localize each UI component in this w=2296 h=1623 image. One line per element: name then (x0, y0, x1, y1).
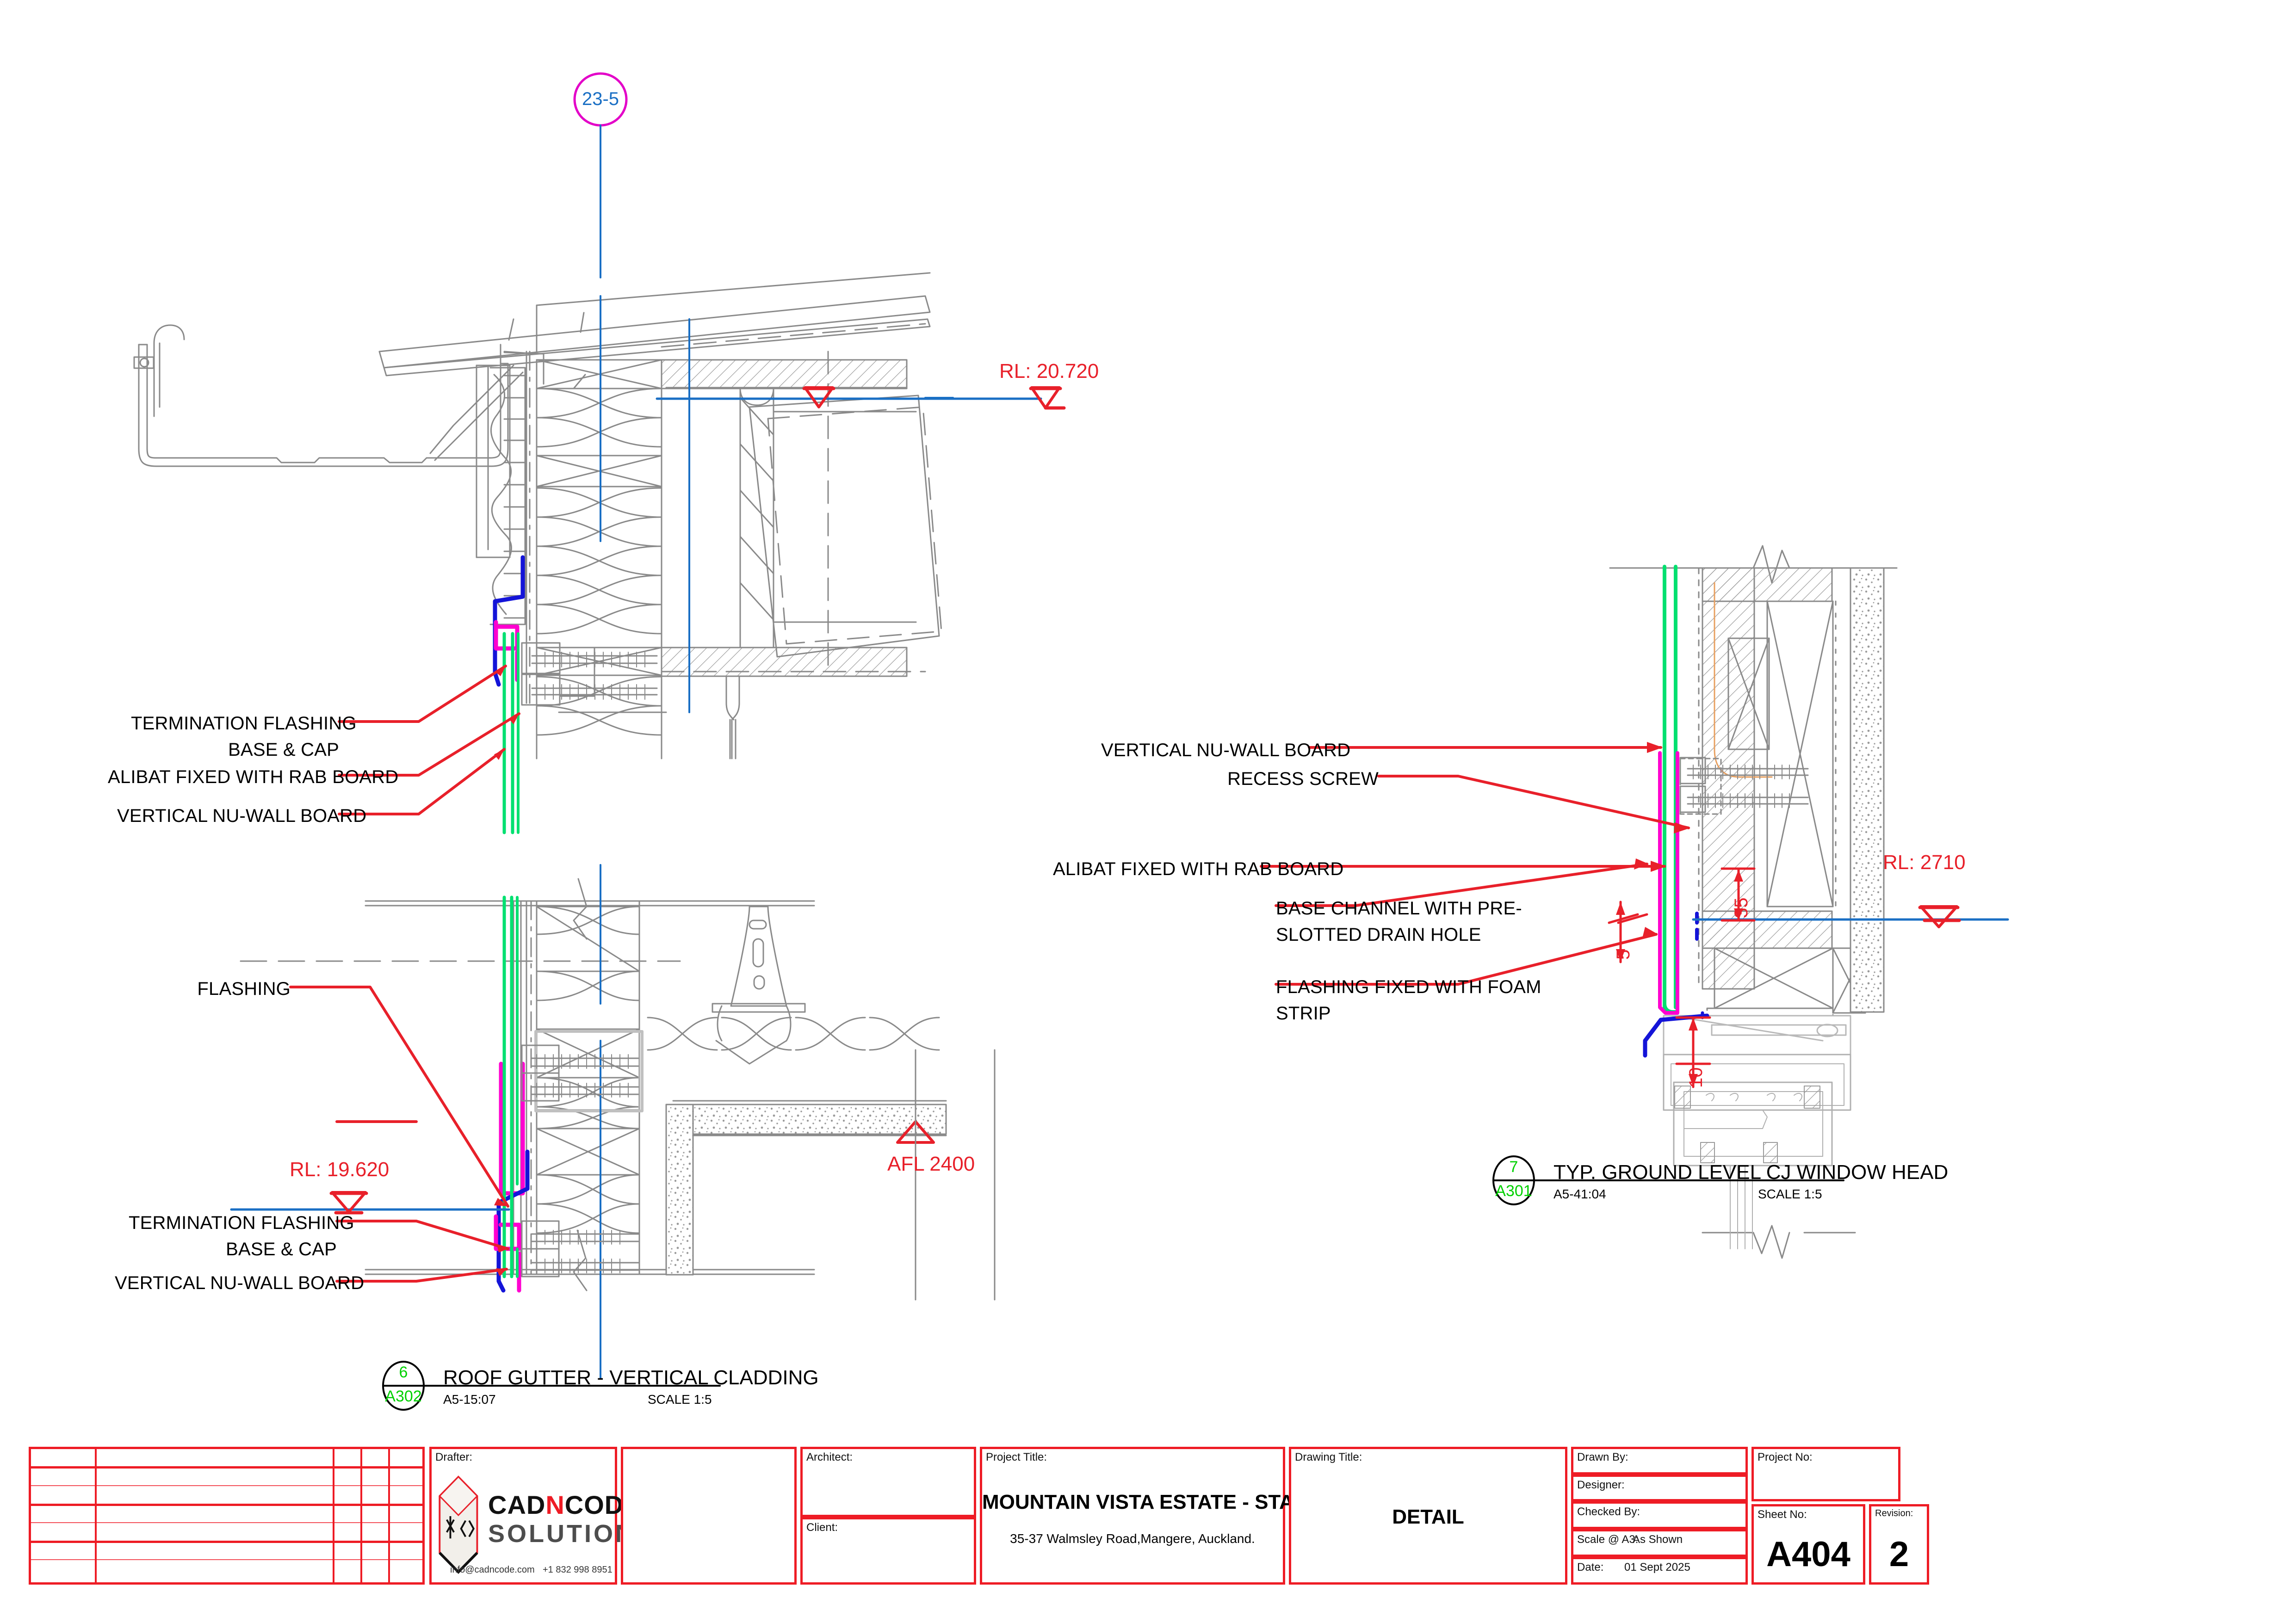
detail-7-code: A5-41:04 (1553, 1187, 1606, 1201)
revision-cell[interactable]: Revision: 2 (1869, 1504, 1929, 1585)
dimension-10: 10 (1686, 1067, 1706, 1088)
client-label: Client: (806, 1521, 838, 1534)
annotation-flashing-foam-strip: FLASHING FIXED WITH FOAM STRIP (1276, 977, 1541, 1024)
designer-cell[interactable]: Designer: (1571, 1475, 1748, 1501)
cadncode-logo: CADNCODE SOLUTIONS info@cadncode.com +1 … (432, 1449, 652, 1582)
logo-diamond-icon (439, 1475, 478, 1574)
architect-cell[interactable]: Architect: (800, 1447, 976, 1517)
checked-by-cell[interactable]: Checked By: (1571, 1501, 1748, 1529)
drawing-title-cell[interactable]: Drawing Title: DETAIL (1289, 1447, 1567, 1585)
project-no-cell[interactable]: Project No: (1751, 1447, 1900, 1501)
annotation-termination-flashing-lower: TERMINATION FLASHING BASE & CAP (129, 1213, 354, 1259)
logo-cad: CAD (488, 1490, 546, 1519)
scale-cell[interactable]: Scale @ A3: As Shown (1571, 1529, 1748, 1557)
annotation-termination-flashing-upper: TERMINATION FLASHING BASE & CAP (131, 713, 357, 760)
revision-label: Revision: (1875, 1508, 1913, 1518)
annotation-flashing: FLASHING (197, 979, 291, 999)
sheet-no-value: A404 (1766, 1535, 1850, 1574)
scale-value: As Shown (1633, 1533, 1683, 1546)
drafter-cell[interactable]: Drafter: CADNCODE SOLUTIONS info@cadncod… (429, 1447, 652, 1585)
level-label-afl-2400: AFL 2400 (887, 1153, 975, 1175)
drawing-title-label: Drawing Title: (1295, 1451, 1362, 1463)
detail-7-title: TYP. GROUND LEVEL CJ WINDOW HEAD (1553, 1161, 1949, 1184)
sheet-no-cell[interactable]: Sheet No: A404 (1751, 1504, 1865, 1585)
annotation-alibat-rab-board-upper: ALIBAT FIXED WITH RAB BOARD (108, 767, 399, 787)
scale-label: Scale @ A3: (1577, 1533, 1639, 1546)
detail-6-reference-lines (600, 295, 954, 713)
date-value: 01 Sept 2025 (1624, 1561, 1690, 1574)
drafter-label: Drafter: (435, 1451, 473, 1463)
blank-panel[interactable] (621, 1447, 797, 1585)
project-address: 35-37 Walmsley Road,Mangere, Auckland. (1010, 1531, 1255, 1546)
detail-6-scale: SCALE 1:5 (648, 1392, 712, 1407)
revision-grid (31, 1449, 422, 1582)
drawn-by-cell[interactable]: Drawn By: (1571, 1447, 1748, 1475)
level-label-rl-19620: RL: 19.620 (290, 1158, 390, 1181)
detail-6-flashing-colors (493, 555, 525, 834)
rl-20720-level-line (656, 386, 1066, 410)
project-title-cell[interactable]: Project Title: MOUNTAIN VISTA ESTATE - S… (980, 1447, 1341, 1585)
level-label-rl-20720: RL: 20.720 (999, 360, 1099, 383)
project-title-value: MOUNTAIN VISTA ESTATE - STAGE 4 (982, 1491, 1341, 1513)
annotation-vertical-nu-wall-board-upper: VERTICAL NU-WALL BOARD (117, 806, 367, 826)
detail-7-flashing-colors (1643, 565, 1709, 1058)
logo-phone: +1 832 998 8951 (543, 1565, 613, 1575)
drawing-title-value: DETAIL (1392, 1506, 1464, 1528)
client-cell[interactable]: Client: (800, 1517, 976, 1585)
project-title-label: Project Title: (986, 1451, 1047, 1463)
sheet-no-label: Sheet No: (1758, 1508, 1807, 1521)
architect-label: Architect: (806, 1451, 853, 1463)
title-block: Drafter: CADNCODE SOLUTIONS info@cadncod… (29, 1447, 2267, 1585)
checked-by-label: Checked By: (1577, 1506, 1640, 1518)
logo-email: info@cadncode.com (450, 1565, 535, 1575)
dimension-35: 35 (1731, 897, 1751, 919)
detail-7-screws (1679, 757, 1809, 815)
date-label: Date: (1577, 1561, 1604, 1574)
detail-7-scale: SCALE 1:5 (1758, 1187, 1822, 1201)
detail-6-upper-linework (133, 272, 942, 759)
detail-6-upper-leaders (338, 665, 520, 815)
drawn-by-label: Drawn By: (1577, 1451, 1628, 1463)
date-cell[interactable]: Date: 01 Sept 2025 (1571, 1557, 1748, 1585)
revision-value: 2 (1889, 1535, 1909, 1574)
logo-title-line1: CADNCODE (488, 1490, 642, 1520)
detail-6-lower-flashing-colors (494, 895, 530, 1293)
project-no-label: Project No: (1758, 1451, 1813, 1463)
level-label-rl-2710: RL: 2710 (1883, 851, 1966, 874)
detail-7-linework (1609, 545, 1898, 1259)
dimension-5: 5 (1613, 949, 1634, 960)
detail-6-code: A5-15:07 (443, 1392, 496, 1407)
revision-table[interactable] (29, 1447, 425, 1585)
annotation-recess-screw: RECESS SCREW (1227, 769, 1379, 789)
annotation-vertical-nu-wall-board-right: VERTICAL NU-WALL BOARD (1101, 740, 1351, 760)
detail-6-fixings (521, 642, 667, 713)
detail-6-title: ROOF GUTTER - VERTICAL CLADDING (443, 1366, 819, 1389)
annotation-vertical-nu-wall-board-lower: VERTICAL NU-WALL BOARD (115, 1273, 365, 1293)
annotation-base-channel-drain-hole: BASE CHANNEL WITH PRE- SLOTTED DRAIN HOL… (1276, 898, 1522, 945)
annotation-alibat-rab-board-right: ALIBAT FIXED WITH RAB BOARD (1053, 859, 1344, 879)
logo-n: N (545, 1490, 565, 1519)
designer-label: Designer: (1577, 1479, 1625, 1491)
detail-6-lower-fixings (521, 1044, 639, 1277)
